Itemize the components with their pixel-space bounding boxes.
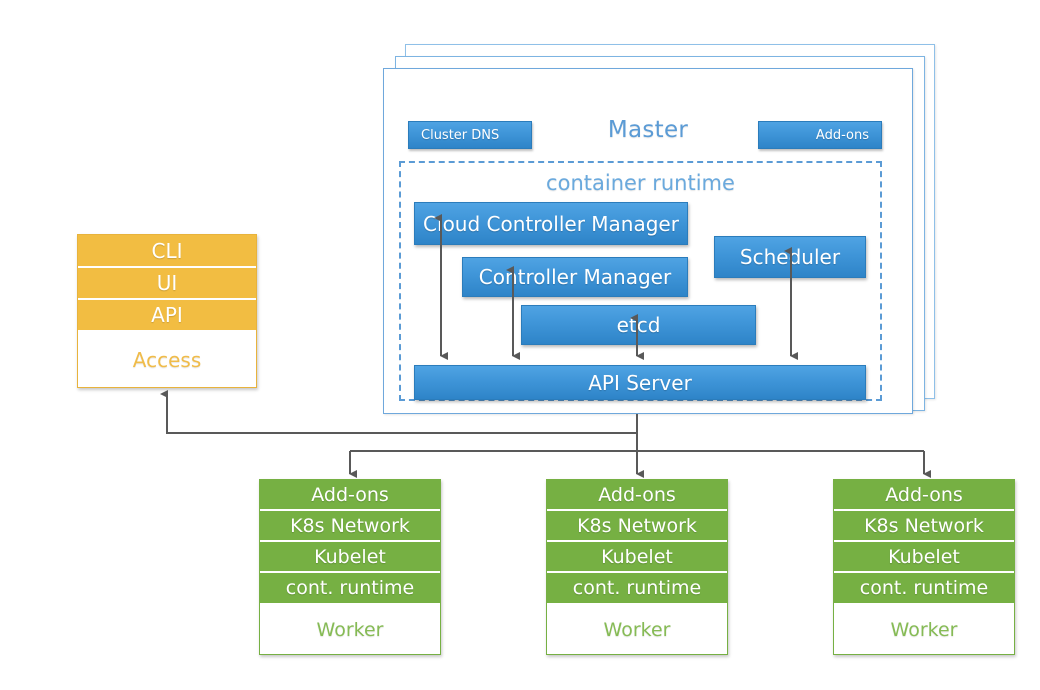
access-label: Access bbox=[78, 332, 256, 387]
worker-3-label: Worker bbox=[834, 605, 1014, 654]
worker-3-row-cont-runtime[interactable]: cont. runtime bbox=[834, 573, 1014, 605]
worker-2-row-kubelet[interactable]: Kubelet bbox=[547, 542, 727, 573]
access-stack: CLI UI API Access bbox=[77, 234, 257, 388]
access-row-cli[interactable]: CLI bbox=[78, 235, 256, 268]
worker-2-row-addons[interactable]: Add-ons bbox=[547, 480, 727, 511]
cluster-dns-box[interactable]: Cluster DNS bbox=[408, 121, 532, 149]
cloud-controller-manager-box[interactable]: Cloud Controller Manager bbox=[414, 202, 688, 245]
worker-node-3: Add-ons K8s Network Kubelet cont. runtim… bbox=[833, 479, 1015, 655]
worker-1-row-addons[interactable]: Add-ons bbox=[260, 480, 440, 511]
scheduler-box[interactable]: Scheduler bbox=[714, 236, 866, 278]
container-runtime-title: container runtime bbox=[546, 171, 735, 195]
access-row-ui[interactable]: UI bbox=[78, 268, 256, 300]
controller-manager-box[interactable]: Controller Manager bbox=[462, 257, 688, 297]
worker-3-row-kubelet[interactable]: Kubelet bbox=[834, 542, 1014, 573]
worker-3-row-addons[interactable]: Add-ons bbox=[834, 480, 1014, 511]
master-title: Master bbox=[607, 117, 689, 143]
master-addons-box[interactable]: Add-ons bbox=[758, 121, 882, 149]
worker-2-row-k8s-network[interactable]: K8s Network bbox=[547, 511, 727, 542]
container-runtime-region: container runtime bbox=[399, 161, 882, 401]
worker-2-row-cont-runtime[interactable]: cont. runtime bbox=[547, 573, 727, 605]
worker-2-label: Worker bbox=[547, 605, 727, 654]
worker-1-row-cont-runtime[interactable]: cont. runtime bbox=[260, 573, 440, 605]
worker-1-row-k8s-network[interactable]: K8s Network bbox=[260, 511, 440, 542]
api-server-box[interactable]: API Server bbox=[414, 365, 866, 400]
worker-3-row-k8s-network[interactable]: K8s Network bbox=[834, 511, 1014, 542]
worker-1-row-kubelet[interactable]: Kubelet bbox=[260, 542, 440, 573]
etcd-box[interactable]: etcd bbox=[521, 305, 756, 345]
master-panel: Master Cluster DNS Add-ons container run… bbox=[383, 68, 913, 414]
worker-node-2: Add-ons K8s Network Kubelet cont. runtim… bbox=[546, 479, 728, 655]
worker-node-1: Add-ons K8s Network Kubelet cont. runtim… bbox=[259, 479, 441, 655]
worker-1-label: Worker bbox=[260, 605, 440, 654]
access-row-api[interactable]: API bbox=[78, 300, 256, 332]
